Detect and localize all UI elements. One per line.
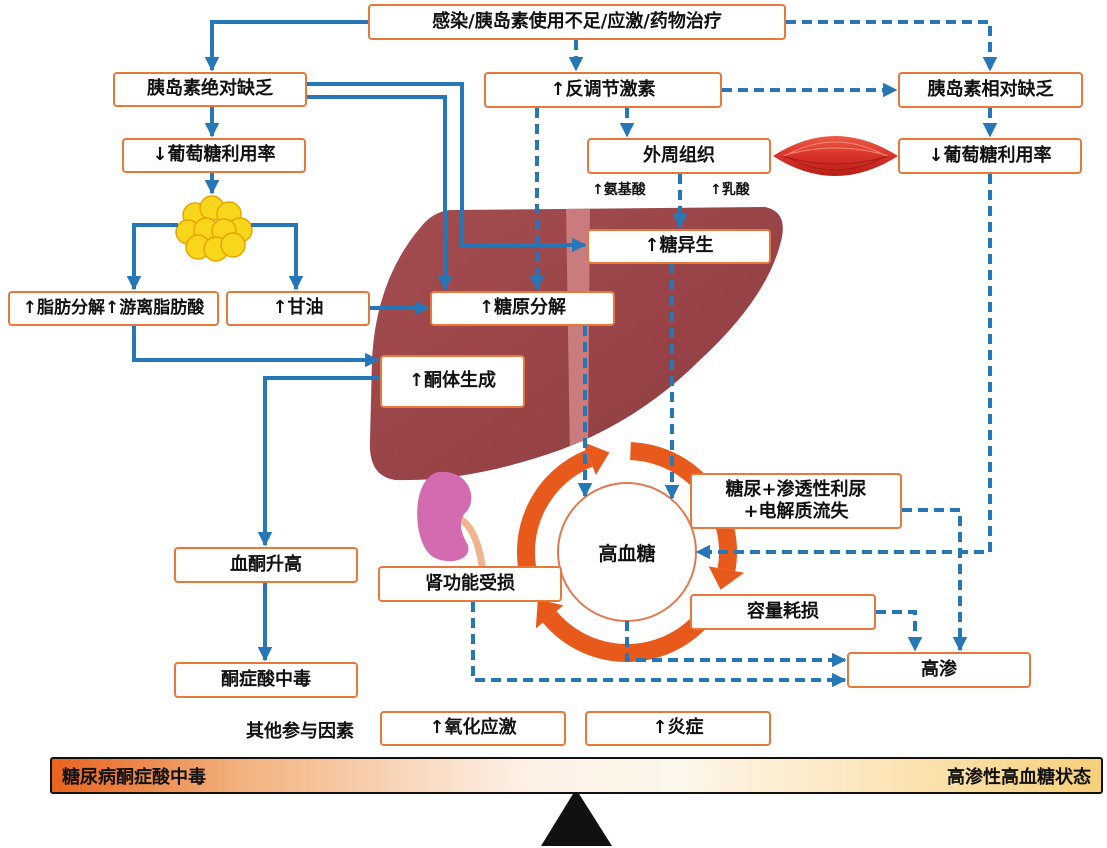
dashed-arrows xyxy=(471,20,998,688)
relative-insulin-deficiency-box: 胰岛素相对缺乏 xyxy=(898,72,1083,108)
ketoacidosis-box: 酮症酸中毒 xyxy=(174,662,358,698)
arrow-fat-to-glycerol xyxy=(251,223,304,291)
glucose-utilization-right-box: ↓葡萄糖利用率 xyxy=(898,138,1082,174)
blood-ketones-box: 血酮升高 xyxy=(174,547,358,583)
hyperglycemia-label: 高血糖 xyxy=(598,542,656,565)
osmotic-diuresis-line1: 糖尿+渗透性利尿 xyxy=(725,478,867,500)
arrow-ketogenesis-to-blood-ketones xyxy=(257,376,380,547)
other-factors-label: 其他参与因素 xyxy=(246,721,354,742)
lactate-label: ↑乳酸 xyxy=(710,182,750,198)
arrow-volume-to-hyperosmolality xyxy=(876,610,923,652)
counter-regulatory-hormones-box: ↑反调节激素 xyxy=(484,72,722,108)
hyperosmolality-box: 高渗 xyxy=(847,652,1031,688)
solid-arrows xyxy=(126,20,587,662)
oxidative-stress-box: ↑氧化应激 xyxy=(380,711,566,746)
arrow-glucose-right-to-hyperglycemia xyxy=(695,174,992,560)
amino-acids-label: ↑氨基酸 xyxy=(592,182,646,198)
glycerol-box: ↑甘油 xyxy=(226,291,370,326)
balance-bar: 糖尿病酮症酸中毒 高渗性高血糖状态 xyxy=(50,757,1103,794)
arrow-lipolysis-to-ketogenesis xyxy=(132,326,380,368)
absolute-insulin-deficiency-box: 胰岛素绝对缺乏 xyxy=(113,72,307,107)
muscle-icon xyxy=(773,136,898,176)
lipolysis-box: ↑脂肪分解↑游离脂肪酸 xyxy=(8,291,219,326)
arrow-absolute-to-gluconeogenesis xyxy=(307,82,587,253)
arrow-trigger-to-absolute xyxy=(204,20,368,72)
volume-depletion-box: 容量耗损 xyxy=(690,594,876,630)
arrow-hyperglycemia-to-hyperosmolality xyxy=(625,621,847,668)
arrow-absolute-to-glycogenolysis xyxy=(307,95,453,291)
kidney-icon xyxy=(417,471,487,576)
balance-left-label: 糖尿病酮症酸中毒 xyxy=(62,766,206,788)
osmotic-diuresis-box: 糖尿+渗透性利尿 +电解质流失 xyxy=(690,473,902,529)
glucose-utilization-left-box: ↓葡萄糖利用率 xyxy=(122,138,306,173)
gluconeogenesis-box: ↑糖异生 xyxy=(587,229,771,264)
arrow-renal-to-hyperosmolality xyxy=(471,602,847,688)
arrow-fat-to-lipolysis xyxy=(126,223,178,291)
glycogenolysis-box: ↑糖原分解 xyxy=(430,291,615,326)
ketogenesis-box: ↑酮体生成 xyxy=(380,355,525,408)
trigger-box: 感染/胰岛素使用不足/应激/药物治疗 xyxy=(368,4,786,40)
osmotic-diuresis-line2: +电解质流失 xyxy=(743,501,849,522)
balance-right-label: 高渗性高血糖状态 xyxy=(947,766,1091,788)
fat-cells-icon xyxy=(175,195,253,262)
arrow-diuresis-to-hyperosmolality xyxy=(902,508,968,652)
inflammation-box: ↑炎症 xyxy=(585,711,771,746)
peripheral-tissue-box: 外周组织 xyxy=(587,138,771,174)
arrow-trigger-to-relative xyxy=(786,20,998,72)
renal-impairment-box: 肾功能受损 xyxy=(378,566,562,602)
